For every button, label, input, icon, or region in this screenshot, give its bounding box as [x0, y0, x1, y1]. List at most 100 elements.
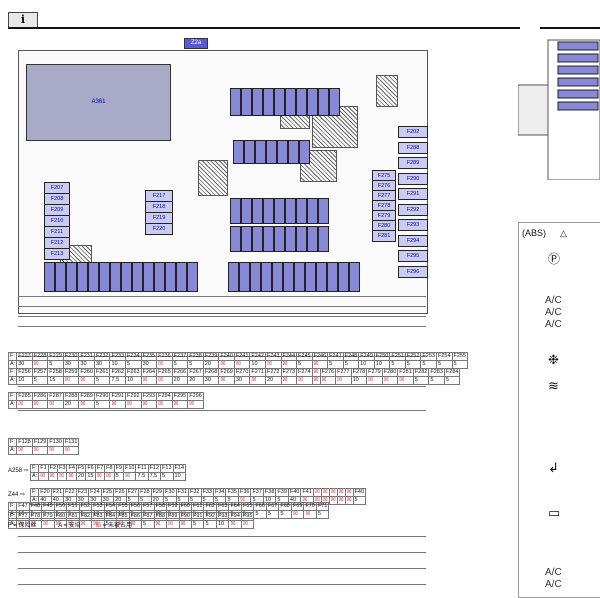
- table-cell: 7.5: [147, 472, 162, 481]
- table-cell: ☒: [78, 376, 95, 385]
- symbol-panel: [518, 222, 600, 598]
- table-cell: F51: [66, 502, 80, 511]
- table-cell: 5: [93, 376, 111, 385]
- table-cell: F41: [300, 488, 314, 497]
- fuse-slot: [288, 140, 299, 164]
- table-cell: F10: [122, 464, 137, 473]
- fuse-slot: [296, 88, 307, 116]
- fuse-slot: [252, 198, 263, 224]
- table-cell: 5: [160, 472, 174, 481]
- fuse-label: F294: [398, 234, 428, 247]
- fuse-slot: [132, 262, 143, 292]
- fuse-slot: [176, 262, 187, 292]
- table-cell: 15: [85, 472, 96, 481]
- table-cell: F:: [7, 368, 18, 377]
- table-cell: F270: [233, 368, 251, 377]
- table-cell: F293: [140, 392, 158, 401]
- table-cell: F265: [156, 368, 173, 377]
- table-cell: F13: [160, 464, 174, 473]
- fuse-slot: [230, 88, 241, 116]
- table-cell: F48: [28, 502, 43, 511]
- connector-strip: [18, 296, 426, 305]
- table-cell: 5: [253, 510, 267, 519]
- table-cell: F248: [342, 352, 360, 361]
- fuse-slot: [318, 88, 329, 116]
- table-cell: F90: [178, 512, 193, 521]
- table-cell: ☒: [94, 472, 106, 481]
- table-cell: ☒: [218, 376, 235, 385]
- table-cell: 5: [203, 520, 217, 529]
- fuse-slot: [239, 262, 250, 292]
- table-cell: 5: [113, 472, 125, 481]
- table-cell: ☒: [140, 400, 158, 409]
- right-diagram-svg: [517, 39, 600, 181]
- table-cell: ☒: [165, 520, 180, 529]
- table-prefix: A258 ⇨: [8, 468, 29, 474]
- table-cell: F93: [215, 512, 230, 521]
- table-cell: F128: [16, 438, 33, 447]
- table-cell: F294: [156, 392, 173, 401]
- table-cell: F256: [16, 368, 33, 377]
- table-cell: F247: [327, 352, 344, 361]
- fuse-label: F295: [398, 250, 428, 262]
- fuse-slot: [299, 140, 310, 164]
- fuse-slot: [263, 226, 274, 252]
- table-cell: ☒: [335, 376, 352, 385]
- table-cell: F61: [190, 502, 205, 511]
- table-cell: 20: [62, 400, 80, 409]
- table-cell: 20: [187, 376, 204, 385]
- table-cell: F28: [138, 488, 152, 497]
- table-cell: ☒: [16, 400, 33, 409]
- table-cell: F250: [373, 352, 391, 361]
- table-cell: 10: [172, 472, 187, 481]
- fuse-slot: [274, 226, 285, 252]
- table-cell: F36: [237, 488, 252, 497]
- table-cell: A:: [29, 472, 40, 481]
- table-cell: ☒: [290, 510, 305, 519]
- table-cell: F238: [187, 352, 204, 361]
- fuse-slot: [244, 140, 255, 164]
- table-cell: ☒: [344, 496, 354, 505]
- table-cell: ☒: [156, 400, 173, 409]
- table-cell: F1: [38, 464, 49, 473]
- table-cell: ☒: [311, 368, 321, 377]
- table-row: A:☒☒☒20☒5☒☒☒☒☒☒: [7, 400, 204, 409]
- table-cell: F287: [47, 392, 64, 401]
- table-cell: 30: [233, 376, 251, 385]
- table-cell: F254: [435, 352, 453, 361]
- fuse-slot: [263, 88, 274, 116]
- fuse-slot: [327, 262, 338, 292]
- table-cell: F26: [113, 488, 127, 497]
- connector-strip: [18, 584, 426, 593]
- table-cell: F259: [62, 368, 80, 377]
- table-cell: ☒: [28, 520, 43, 529]
- table-cell: F242: [249, 352, 266, 361]
- hatch-area: [198, 160, 228, 196]
- divider: [8, 27, 520, 29]
- table-cell: ☒: [153, 520, 168, 529]
- fuse-slot: [329, 88, 340, 116]
- z2a-label: Z2a: [184, 38, 208, 49]
- table-cell: F:: [7, 392, 18, 401]
- table-cell: 10: [215, 520, 230, 529]
- table-cell: ☒: [296, 376, 313, 385]
- table-cell: F252: [404, 352, 422, 361]
- table-cell: F279: [366, 368, 383, 377]
- table-cell: F245: [296, 352, 313, 361]
- table-cell: ☒: [109, 400, 127, 409]
- table-cell: F95: [240, 512, 255, 521]
- table-cell: F129: [31, 438, 49, 447]
- table-cell: 7.5: [109, 376, 127, 385]
- table-cell: ☒: [41, 520, 55, 529]
- table-cell: F35: [225, 488, 239, 497]
- table-cell: F30: [163, 488, 177, 497]
- table-cell: F50: [53, 502, 68, 511]
- table-cell: F277: [335, 368, 352, 377]
- fuse-slot: [187, 262, 198, 292]
- table-cell: ☒: [66, 472, 77, 481]
- table-cell: F236: [156, 352, 173, 361]
- table-cell: A:: [7, 400, 18, 409]
